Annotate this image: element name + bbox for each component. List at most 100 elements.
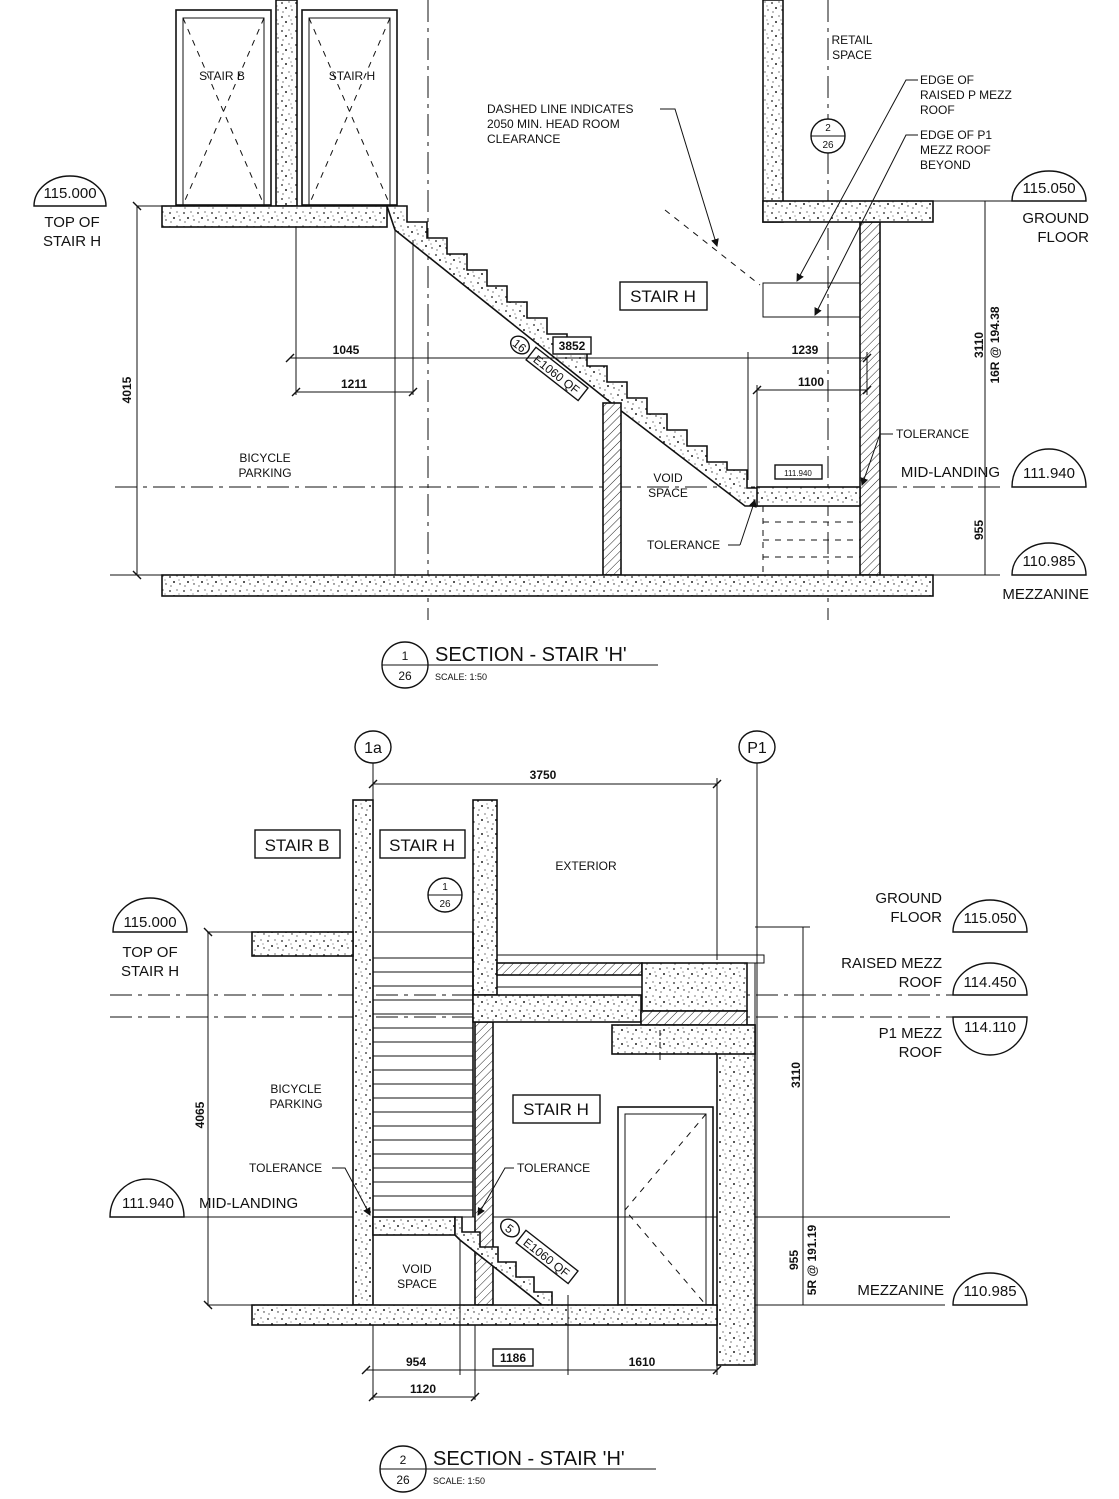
wall-right [716,1024,756,1366]
slab-top-of-stair [251,931,354,957]
wall-right [859,221,881,576]
level-p1: 114.110 [964,1019,1016,1036]
svg-text:ROOF: ROOF [899,1044,942,1061]
dim-1100: 1100 [798,375,824,389]
svg-text:1: 1 [442,882,448,893]
void-wall [602,402,622,576]
p1-mezz-roof-slab [611,1024,756,1055]
svg-text:1a: 1a [364,740,382,757]
svg-text:2: 2 [825,123,831,134]
tolerance-label: TOLERANCE [249,1161,322,1175]
svg-text:SPACE: SPACE [832,48,872,62]
roof-fill [641,962,748,1012]
svg-text:BICYCLE: BICYCLE [239,451,290,465]
dim-1610: 1610 [629,1355,656,1369]
level-mezz: 110.985 [1022,553,1075,570]
svg-text:FLOOR: FLOOR [890,909,942,926]
door-stair-h [301,9,398,206]
section-2: 1a P1 3750 STAIR B STAIR H EXTERIOR 1 26 [109,730,1028,1493]
level-raised: 114.450 [963,974,1016,991]
svg-text:SPACE: SPACE [648,486,688,500]
svg-text:VOID: VOID [653,471,683,485]
svg-text:P1 MEZZ: P1 MEZZ [879,1025,942,1042]
stair-b-tag: STAIR B [265,836,330,855]
svg-text:DASHED LINE INDICATES: DASHED LINE INDICATES [487,102,633,116]
level-mezz: 110.985 [963,1283,1016,1300]
svg-text:2050 MIN. HEAD ROOM: 2050 MIN. HEAD ROOM [487,117,620,131]
slab-top-of-stair [161,205,388,228]
svg-text:2: 2 [400,1453,407,1467]
dim-1239: 1239 [792,343,819,357]
lower-stair-flight [454,1216,553,1306]
dim-3852: 3852 [559,339,586,353]
svg-text:PARKING: PARKING [238,466,291,480]
mid-landing-slab [372,1216,456,1236]
level-ground: 115.050 [963,910,1016,927]
svg-text:MEZZ ROOF: MEZZ ROOF [920,143,991,157]
door-label-stair-b: STAIR B [199,69,245,83]
svg-text:PARKING: PARKING [269,1097,322,1111]
ground-floor-slab [762,200,934,223]
svg-text:E1060 QF: E1060 QF [521,1235,573,1280]
tolerance-label: TOLERANCE [896,427,969,441]
wall-stair-h [472,799,498,996]
svg-text:111.940: 111.940 [784,469,812,478]
svg-text:RAISED P MEZZ: RAISED P MEZZ [920,88,1012,102]
level-top: 115.000 [43,185,96,202]
dim-954: 954 [406,1355,426,1369]
svg-text:GROUND: GROUND [1022,210,1089,227]
tolerance-label: TOLERANCE [517,1161,590,1175]
svg-text:MEZZANINE: MEZZANINE [1002,586,1089,603]
level-top: 115.000 [123,914,176,931]
svg-text:RETAIL: RETAIL [831,33,872,47]
raised-mezz-roof-slab [472,994,642,1023]
dim-1211: 1211 [341,377,367,391]
dim-955: 955 [787,1250,801,1270]
mid-landing-label: MID-LANDING [199,1195,298,1212]
retail-wall [762,0,784,223]
mid-landing-label: MID-LANDING [901,464,1000,481]
door-label-stair-h: STAIR H [329,69,375,83]
riser-note: 16R @ 194.38 [988,306,1002,383]
svg-text:CLEARANCE: CLEARANCE [487,132,560,146]
stair-treads [373,932,474,1217]
svg-text:SPACE: SPACE [397,1277,437,1291]
mezzanine-slab [251,1304,718,1326]
headroom-line [664,209,761,286]
svg-text:BICYCLE: BICYCLE [270,1082,321,1096]
stair-h-tag-2: STAIR H [523,1100,589,1119]
stair-flight [385,205,761,507]
section-1: STAIR B STAIR H STAIR H 16 E1060 QF RETA… [33,0,1089,689]
dim-3110: 3110 [972,332,986,358]
svg-text:FLOOR: FLOOR [1037,229,1089,246]
section-title: SECTION - STAIR 'H' [435,644,627,666]
svg-text:TOP OF: TOP OF [122,944,177,961]
scale-label: SCALE: 1:50 [435,672,487,682]
wall-stair-b [352,799,374,1306]
svg-text:26: 26 [396,1473,410,1487]
stair-h-tag: STAIR H [389,836,455,855]
svg-text:26: 26 [822,140,834,151]
svg-text:VOID: VOID [402,1262,432,1276]
svg-text:EDGE OF P1: EDGE OF P1 [920,128,992,142]
dim-1186: 1186 [500,1351,526,1365]
svg-text:EXTERIOR: EXTERIOR [555,859,617,873]
level-mid: 111.940 [1023,465,1075,482]
scale-label: SCALE: 1:50 [433,1476,485,1486]
riser-note: 5R @ 191.19 [805,1224,819,1295]
dim-955: 955 [972,520,986,540]
svg-text:P1: P1 [747,740,767,757]
svg-text:26: 26 [439,899,451,910]
svg-text:ROOF: ROOF [920,103,955,117]
dim-3110: 3110 [789,1062,803,1088]
dim-4015: 4015 [120,376,134,403]
dim-4065: 4065 [193,1101,207,1128]
level-ground: 115.050 [1022,180,1075,197]
level-mid: 111.940 [122,1195,174,1212]
svg-text:EDGE OF: EDGE OF [920,73,974,87]
mid-landing-slab [756,486,861,507]
svg-text:BEYOND: BEYOND [920,158,971,172]
svg-text:STAIR H: STAIR H [43,233,101,250]
svg-text:GROUND: GROUND [875,890,942,907]
